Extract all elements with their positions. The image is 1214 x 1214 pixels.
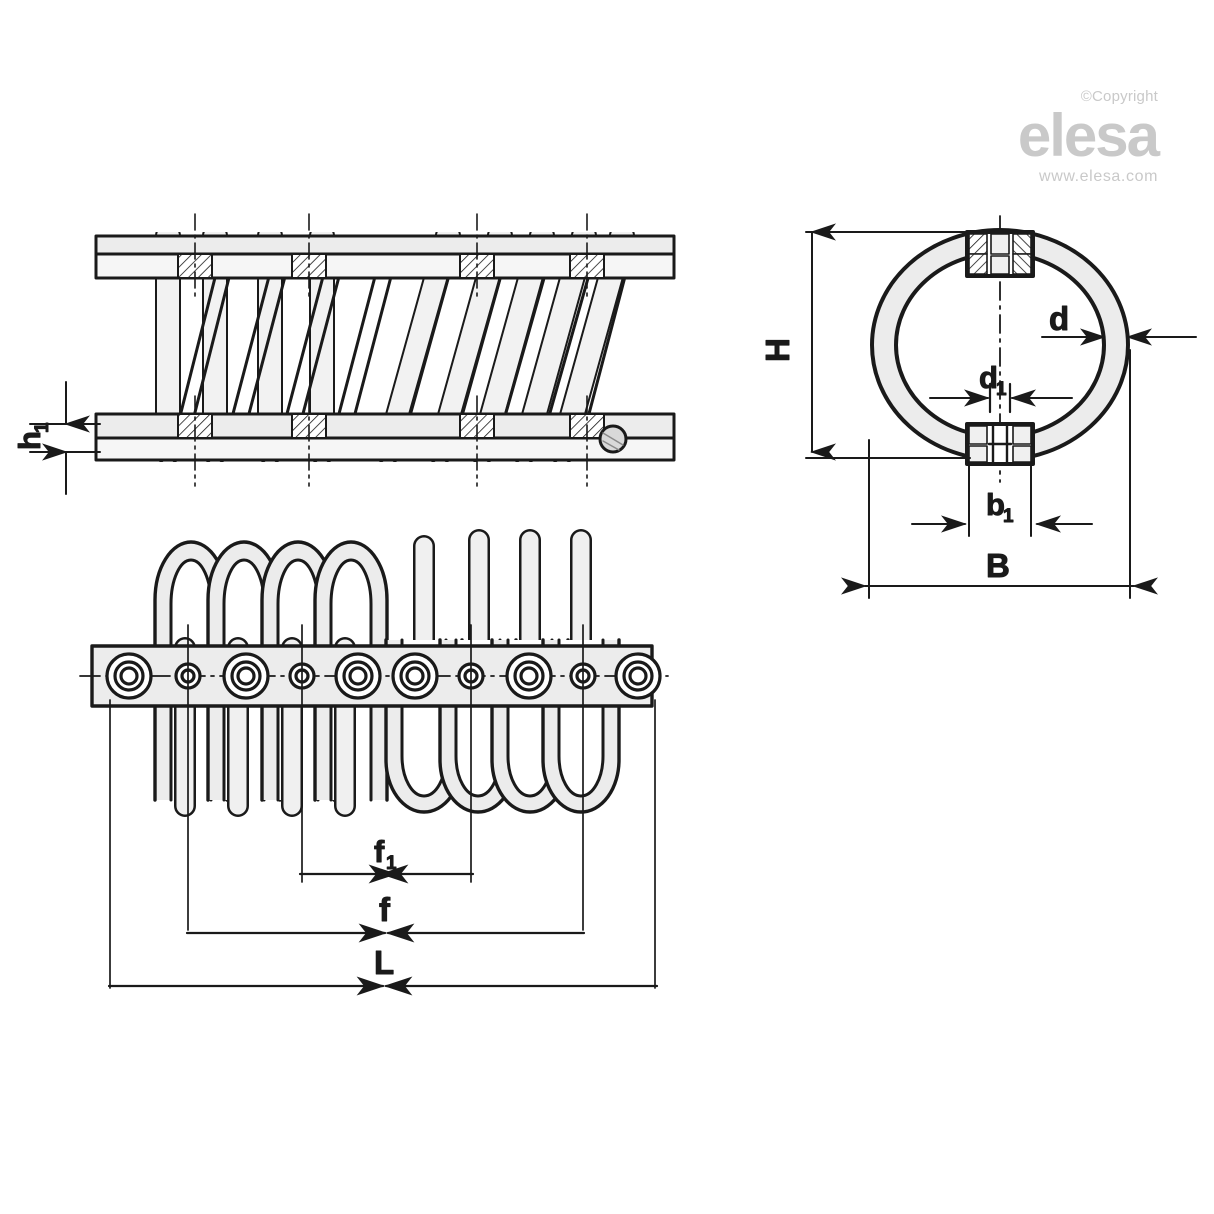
website-url-text: www.elesa.com: [1039, 168, 1158, 185]
dimension-b1-subscript: 1: [1003, 506, 1014, 527]
bottom-plan-view: f 1 f L: [79, 529, 669, 996]
right-section-view: H d d 1: [759, 215, 1197, 599]
elesa-watermark: ©Copyright elesa www.elesa.com: [1017, 88, 1160, 186]
plan-extension-lines: [109, 624, 656, 989]
dimension-B-label: B: [986, 547, 1010, 584]
end-cap-knob: [598, 424, 628, 454]
mounting-hole-large: [391, 652, 439, 700]
dimension-d1-subscript: 1: [996, 379, 1007, 400]
dimension-f1-label: f: [374, 834, 385, 869]
front-elevation-view: h 1: [12, 213, 676, 495]
mounting-hole-large: [222, 652, 270, 700]
dimension-h1: [29, 381, 101, 495]
dimension-H-label: H: [759, 338, 796, 362]
copyright-text: ©Copyright: [1080, 88, 1158, 105]
dimension-b1: [911, 463, 1093, 537]
dimension-f1-subscript: 1: [386, 853, 397, 874]
dimension-h1-subscript: 1: [32, 422, 53, 433]
dimension-d1-label: d: [979, 360, 998, 395]
dimension-H: [805, 223, 971, 461]
front-centre-axis-marks: [194, 213, 588, 487]
dimension-f-label: f: [379, 891, 391, 928]
dimension-B: [841, 349, 1158, 599]
ring-top-clamp: [965, 230, 1035, 278]
mounting-hole-large: [105, 652, 153, 700]
ring-body: [870, 228, 1130, 462]
ring-bottom-clamp: [965, 422, 1035, 466]
dimension-h1-label: h: [12, 431, 47, 450]
dimension-d1: [929, 382, 1073, 414]
mounting-hole-large: [334, 652, 382, 700]
dimension-L-label: L: [374, 944, 394, 981]
brand-logo-text: elesa: [1017, 102, 1160, 169]
mounting-hole-large: [505, 652, 553, 700]
mounting-hole-large: [614, 652, 662, 700]
dimension-b1-label: b: [986, 487, 1005, 522]
dimension-d-label: d: [1049, 300, 1069, 337]
plan-large-holes: [105, 652, 662, 700]
